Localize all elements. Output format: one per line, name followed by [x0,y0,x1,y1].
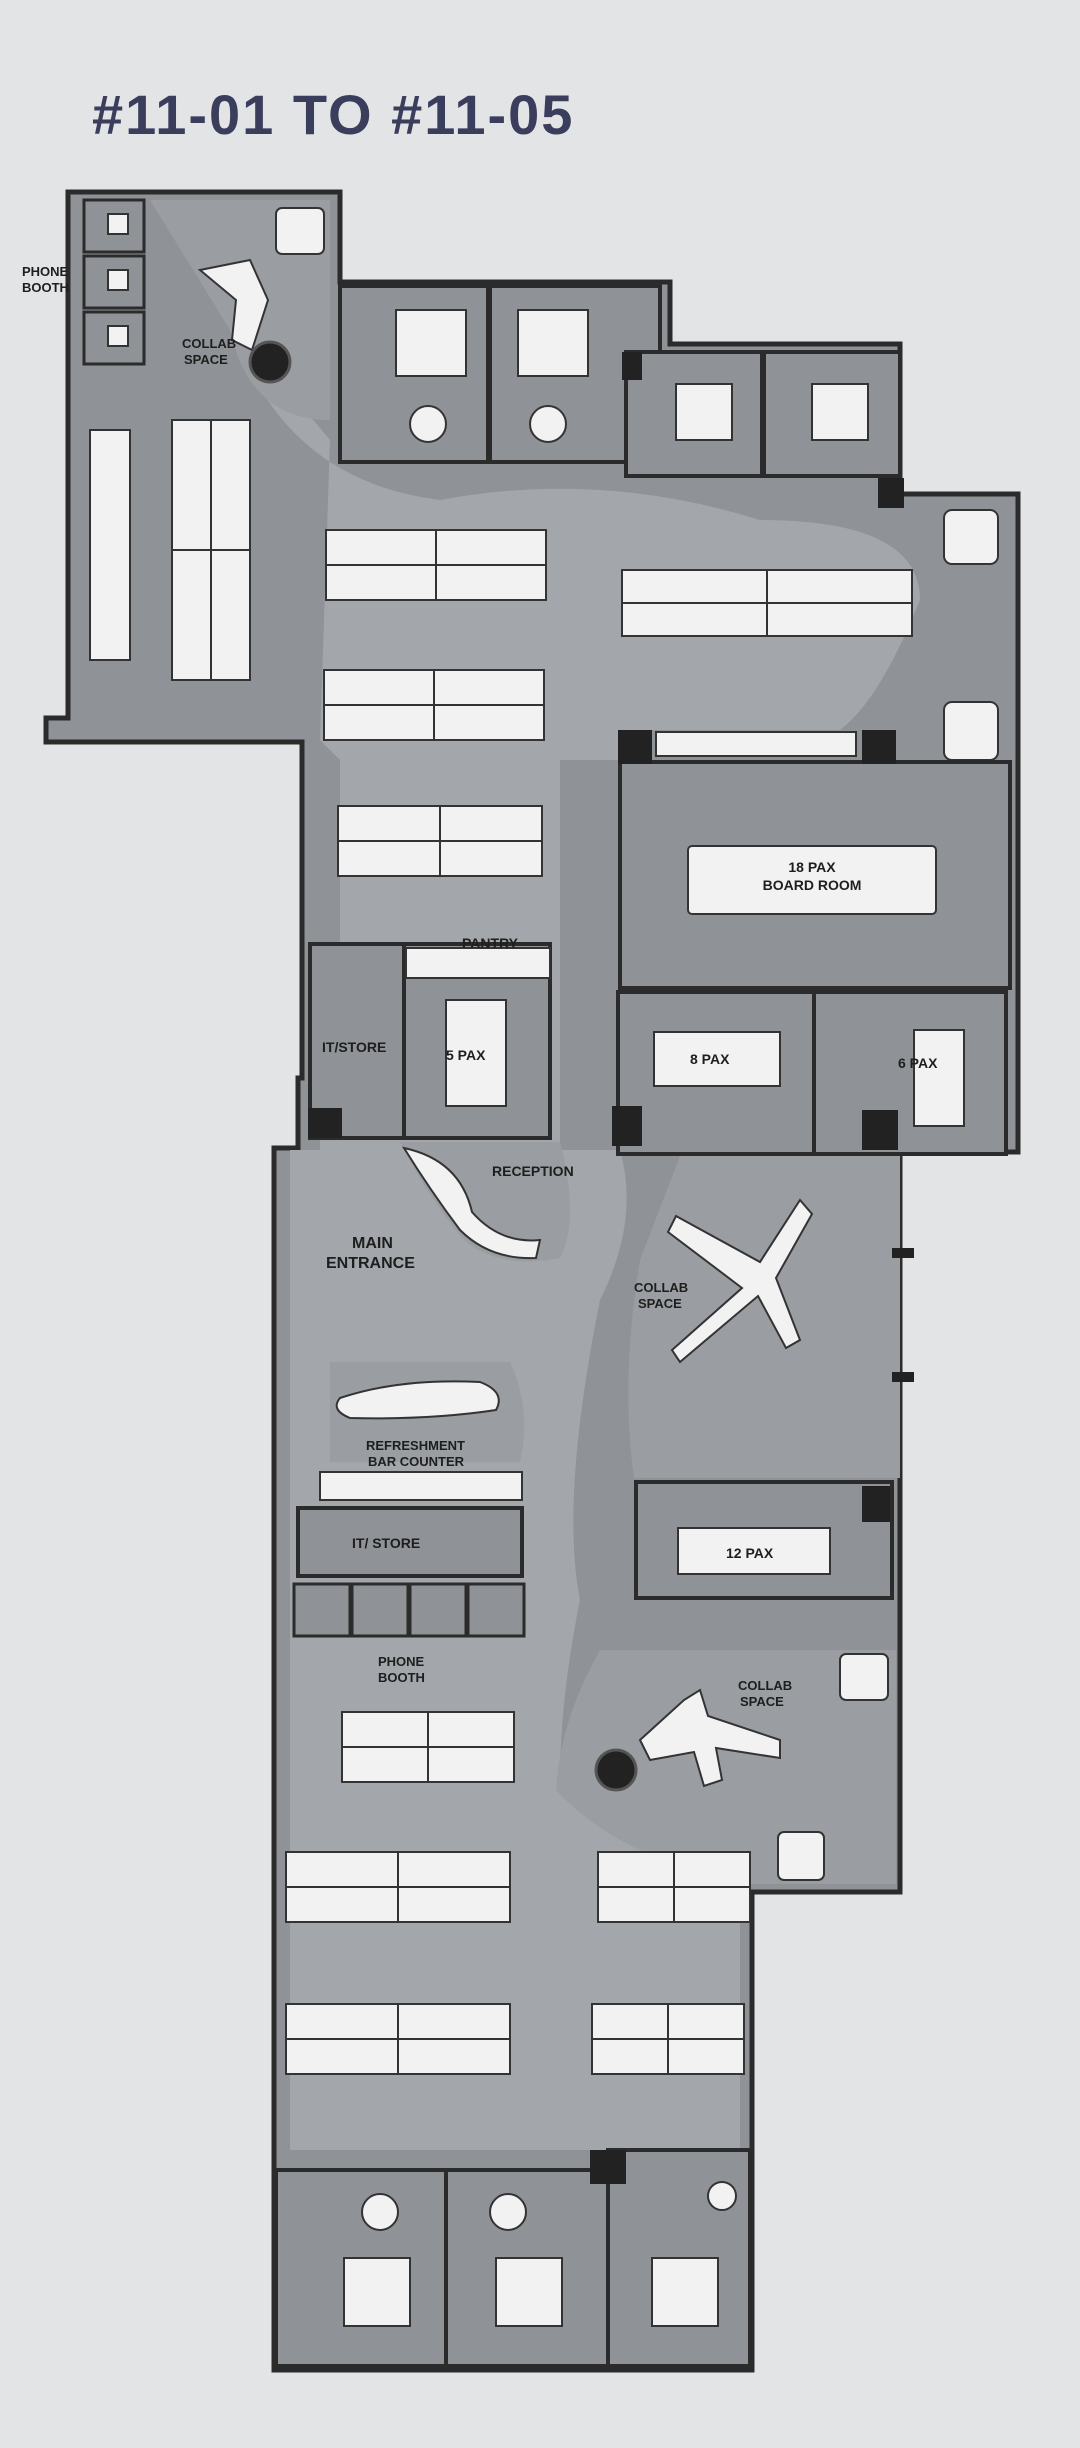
lounge-chairs-right [943,509,999,761]
collab-space-bottom [556,1650,896,1884]
boardroom-label-1: 18 PAX [788,859,836,875]
boardroom [618,730,1012,990]
offices-bottom-row [274,2148,752,2368]
floor-plan-title: #11-01 TO #11-05 [92,83,575,146]
phone-booth-top-label-1: PHONE [22,264,69,279]
phone-booth-top-label-2: BOOTH [22,280,69,295]
it-store-2 [296,1506,524,1578]
collab-top-label-2: SPACE [184,352,228,367]
meeting-room-12 [634,1480,894,1600]
phone-booths-bottom [292,1582,526,1638]
reception [400,1142,570,1262]
main-corridor [230,320,920,2150]
refreshment-label-1: REFRESHMENT [366,1438,465,1453]
pantry-area [308,942,552,1140]
main-entrance-label-1: MAIN [352,1235,393,1252]
open-desks-left [89,419,251,681]
open-desks-center [323,529,913,877]
collab-bottom-label-1: COLLAB [738,1678,792,1693]
main-entrance-label-2: ENTRANCE [326,1255,415,1272]
reception-label: RECEPTION [492,1163,574,1179]
phone-booth-bottom-label-2: BOOTH [378,1670,425,1685]
pantry-label: PANTRY [462,935,519,951]
refreshment-label-2: BAR COUNTER [368,1454,465,1469]
phone-booth-bottom-label-1: PHONE [378,1654,425,1669]
pax-8-label: 8 PAX [690,1051,730,1067]
boardroom-label-2: BOARD ROOM [763,877,862,893]
collab-bottom-label-2: SPACE [740,1694,784,1709]
collab-mid-label-2: SPACE [638,1296,682,1311]
it-store-2-label: IT/ STORE [352,1535,420,1551]
collab-top-label-1: COLLAB [182,336,236,351]
collab-space-top [150,200,330,420]
open-desks-bottom [285,1711,751,2075]
collab-space-mid [628,1156,914,1478]
collab-mid-label-1: COLLAB [634,1280,688,1295]
pax-6-label: 6 PAX [898,1055,938,1071]
meeting-rooms-8-6 [612,990,1008,1156]
refreshment-bar [319,1362,525,1501]
pax-12-label: 12 PAX [726,1545,774,1561]
phone-booths-top [82,198,146,366]
it-store-1-label: IT/STORE [322,1039,386,1055]
offices-top-row [338,284,904,508]
pax-5-label: 5 PAX [446,1047,486,1063]
